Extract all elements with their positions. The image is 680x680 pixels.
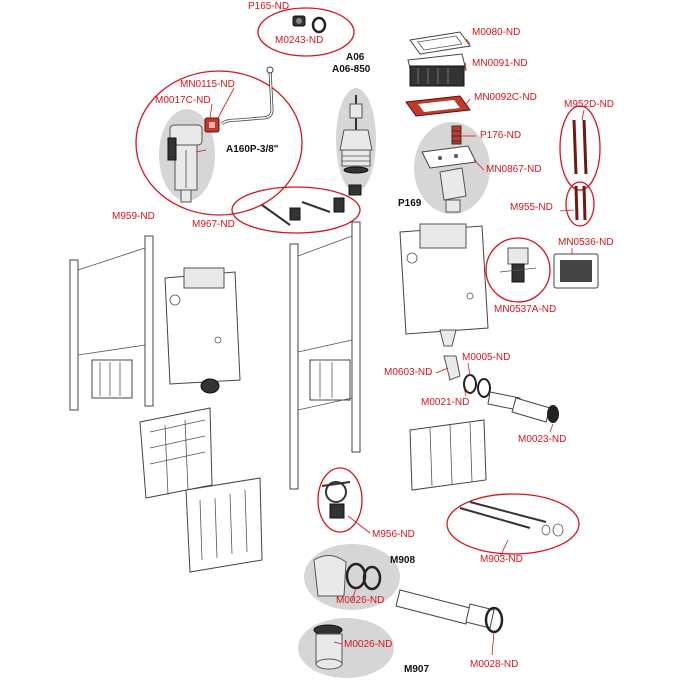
box-mn0091 [407, 53, 467, 87]
screws-m967 [261, 197, 345, 226]
label-m0021: M0021-ND [421, 397, 469, 408]
label-m0026-top: M0026-ND [336, 595, 384, 606]
seal-m0017c [204, 117, 220, 133]
label-a06-850: A06-850 [332, 64, 371, 75]
pipe-m0021 [487, 391, 551, 423]
label-m903: M903-ND [480, 554, 523, 565]
ring-p165 [257, 7, 355, 57]
fill-valve-a160p [167, 124, 203, 203]
label-m907: M907 [404, 664, 429, 675]
label-m959: M959-ND [112, 211, 155, 222]
ring-m903 [446, 493, 580, 555]
label-p176: P176-ND [480, 130, 521, 141]
label-mn0115: MN0115-ND [180, 79, 235, 90]
insulation-block-right [409, 419, 487, 491]
label-mn0536: MN0536-ND [558, 237, 614, 248]
label-m0026-bottom: M0026-ND [344, 639, 392, 650]
cover-m0080 [409, 31, 471, 55]
cistern-left [164, 267, 241, 394]
cistern-right [399, 223, 489, 347]
label-m0005: M0005-ND [462, 352, 510, 363]
ring-mn0537a [485, 237, 551, 303]
label-m908: M908 [390, 555, 415, 566]
label-mn0537a: MN0537A-ND [494, 304, 556, 315]
anchors-m903 [459, 501, 564, 537]
label-mn0092c: MN0092C-ND [474, 92, 537, 103]
fitting-p165 [292, 15, 306, 27]
coupling-m907 [313, 624, 343, 670]
label-m967: M967-ND [192, 219, 235, 230]
ring-m955 [565, 181, 595, 227]
insulation-panel [139, 407, 213, 499]
spring-p176 [451, 125, 462, 145]
bracket-p169 [439, 167, 467, 213]
label-mn0091: MN0091-ND [472, 58, 528, 69]
elbow-m908 [313, 555, 382, 597]
frame-left [69, 235, 154, 411]
label-m0080: M0080-ND [472, 27, 520, 38]
elbow-m0603 [443, 355, 461, 381]
flush-valve-a06 [339, 95, 373, 196]
label-m0017c: M0017C-ND [155, 95, 211, 106]
frame-middle [289, 221, 361, 490]
hose-mn0115 [220, 66, 274, 126]
gasket-mn0092c [405, 95, 471, 117]
bracket-mn0537a [499, 247, 537, 283]
label-p169: P169 [398, 198, 422, 209]
rods-m955 [574, 185, 587, 221]
label-m952d: M952D-ND [564, 99, 614, 110]
label-p165: P165-ND [248, 1, 289, 12]
group-blob-bracket [414, 122, 490, 214]
pipe-m0028 [395, 589, 504, 634]
leader-lines [195, 38, 585, 656]
label-a06: A06 [346, 52, 365, 63]
clamp-m956 [321, 481, 351, 519]
label-m0023: M0023-ND [518, 434, 566, 445]
seal-m0023 [547, 405, 559, 423]
label-m955: M955-ND [510, 202, 553, 213]
seal-m0005 [463, 374, 491, 398]
ring-m959 [135, 70, 303, 216]
ring-m952d [559, 105, 601, 191]
label-m0243: M0243-ND [275, 35, 323, 46]
label-mn0867: MN0867-ND [486, 164, 542, 175]
label-m0603: M0603-ND [384, 367, 432, 378]
label-m956: M956-ND [372, 529, 415, 540]
ring-m967 [231, 186, 361, 234]
label-m0028: M0028-ND [470, 659, 518, 670]
rods-m952d [572, 119, 588, 175]
ring-m956 [317, 467, 363, 533]
plate-mn0536 [553, 253, 599, 289]
label-a160p: A160P-3/8" [226, 144, 279, 155]
front-panel [185, 477, 263, 573]
washer-m0243 [311, 16, 327, 34]
